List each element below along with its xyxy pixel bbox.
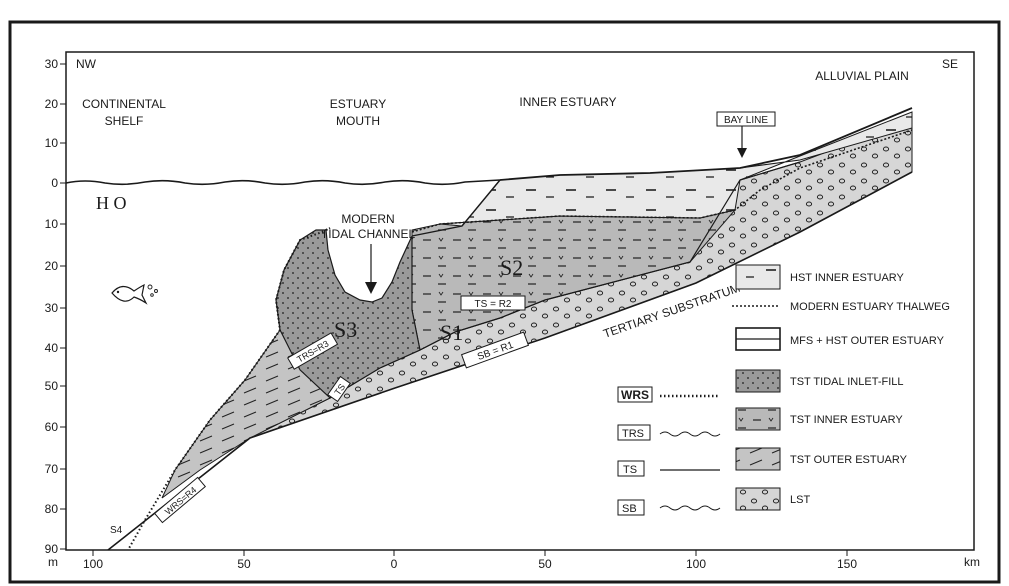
continental-shelf-label-line2: SHELF <box>105 114 144 128</box>
legend-label: HST INNER ESTUARY <box>790 272 905 284</box>
y-tick-label: 30 <box>45 57 59 71</box>
legend-label: MFS + HST OUTER ESTUARY <box>790 335 945 347</box>
x-tick-label: 50 <box>538 557 552 571</box>
wrs-key-label: WRS <box>621 388 649 402</box>
legend-label: TST INNER ESTUARY <box>790 414 903 426</box>
y-tick-label: 10 <box>45 217 59 231</box>
land-surface-line <box>499 107 913 181</box>
ts-r2-line <box>419 161 801 351</box>
s4-label: S4 <box>110 525 123 536</box>
ts-r2-box <box>460 295 526 311</box>
legend-swatch-hst-inner <box>735 264 781 290</box>
legend: HST INNER ESTUARY MODERN ESTUARY THALWEG… <box>732 264 950 511</box>
y-tick-label: 80 <box>45 502 59 516</box>
y-tick-label: 20 <box>45 259 59 273</box>
wrs-surface-line <box>127 227 331 551</box>
legend-label: TST TIDAL INLET-FILL <box>790 376 904 388</box>
tidal-channel-label-line1: MODERN <box>341 212 394 226</box>
thalweg-line <box>411 129 913 233</box>
sb-surface-line <box>107 171 913 551</box>
x-unit-label: km <box>964 555 980 569</box>
y-tick-label: 30 <box>45 301 59 315</box>
sb-key-swatch <box>659 505 721 511</box>
inner-estuary-label: INNER ESTUARY <box>519 95 616 109</box>
sea-surface-line <box>65 179 501 186</box>
trs-r3-box <box>287 332 339 370</box>
x-tick-label: 100 <box>83 557 103 571</box>
wrs-key-box <box>617 386 653 403</box>
y-tick-label: 50 <box>45 379 59 393</box>
x-axis: 100 50 0 50 100 150 km <box>83 550 980 571</box>
outer-frame <box>8 20 1001 584</box>
wrs-r4-box <box>153 476 207 524</box>
bay-line-label: BAY LINE <box>724 115 768 126</box>
tst-outer-estuary-unit <box>161 329 331 499</box>
legend-label: LST <box>790 494 810 506</box>
ts-key-box <box>617 460 645 477</box>
y-tick-label: 40 <box>45 341 59 355</box>
x-tick-label: 50 <box>237 557 251 571</box>
ts-r2-label: TS = R2 <box>475 299 512 310</box>
y-tick-label: 60 <box>45 420 59 434</box>
y-tick-label: 70 <box>45 462 59 476</box>
trs-key-box <box>617 424 651 441</box>
legend-label: TST OUTER ESTUARY <box>790 454 908 466</box>
surface-key: WRS TRS TS SB <box>617 386 721 516</box>
sb-key-box <box>617 499 645 516</box>
tidal-channel-arrowhead <box>365 282 377 294</box>
sea-label: H O <box>96 193 127 213</box>
s3-label: S3 <box>334 317 357 342</box>
tidal-channel-label-line2: TIDAL CHANNEL <box>321 227 416 241</box>
bay-line-arrowhead <box>737 148 747 158</box>
sb-r1-box <box>460 331 530 369</box>
legend-swatch-tst-outer <box>735 447 781 471</box>
mfs-line <box>411 179 501 237</box>
bay-line-box <box>716 111 776 127</box>
se-label: SE <box>942 57 958 71</box>
y-tick-label: 10 <box>45 136 59 150</box>
y-tick-label: 90 <box>45 542 59 556</box>
y-tick-label: 0 <box>51 176 58 190</box>
s1-label: S1 <box>440 320 463 345</box>
legend-label: MODERN ESTUARY THALWEG <box>790 301 950 313</box>
ts-box <box>327 375 351 403</box>
plot-frame <box>65 51 975 551</box>
x-tick-label: 100 <box>686 557 706 571</box>
trs-key-label: TRS <box>622 428 644 440</box>
legend-swatch-tidal-fill <box>735 369 781 393</box>
alluvial-plain-label: ALLUVIAL PLAIN <box>815 69 909 83</box>
fish-icon <box>111 283 158 305</box>
x-tick-label: 0 <box>391 557 398 571</box>
x-tick-label: 150 <box>837 557 857 571</box>
y-unit-label: m <box>48 555 58 569</box>
legend-swatch-lst <box>735 487 781 511</box>
s2-label: S2 <box>500 255 523 280</box>
trs-key-swatch <box>659 431 721 437</box>
ts-key-label: TS <box>623 464 637 476</box>
estuary-mouth-label-line1: ESTUARY <box>330 97 386 111</box>
y-axis: 30 20 10 0 10 20 30 40 50 60 70 80 90 m <box>45 57 66 569</box>
y-tick-label: 20 <box>45 97 59 111</box>
sb-key-label: SB <box>622 503 637 515</box>
nw-label: NW <box>76 57 97 71</box>
estuary-mouth-label-line2: MOUTH <box>336 114 380 128</box>
continental-shelf-label-line1: CONTINENTAL <box>82 97 166 111</box>
legend-swatch-tst-inner <box>735 407 781 431</box>
